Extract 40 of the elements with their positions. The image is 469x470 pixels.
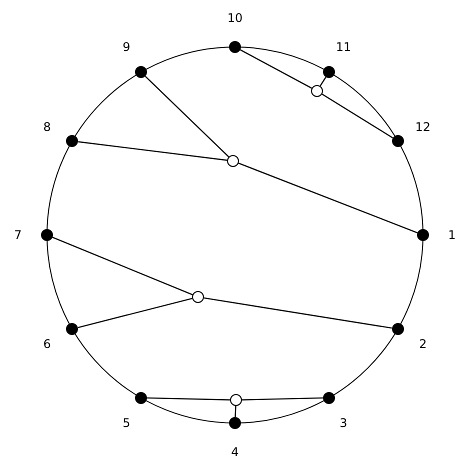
vertex-dot bbox=[135, 392, 147, 404]
crossing-dot bbox=[192, 291, 204, 303]
vertex-dot bbox=[323, 66, 335, 78]
vertex-number: 8 bbox=[43, 120, 51, 134]
crossing-dot bbox=[311, 85, 323, 97]
crossing-dot bbox=[230, 394, 242, 406]
vertex-dot bbox=[135, 66, 147, 78]
vertex-dot bbox=[392, 135, 404, 147]
vertex-dot bbox=[229, 417, 241, 429]
vertex-number: 6 bbox=[43, 336, 51, 350]
connector-line bbox=[322, 94, 394, 138]
vertex-dot bbox=[392, 323, 404, 335]
vertex-number: 9 bbox=[122, 40, 130, 54]
vertex-number: 5 bbox=[122, 416, 130, 430]
vertex-number: 4 bbox=[231, 445, 239, 459]
vertex-number: 7 bbox=[14, 228, 22, 242]
connector-line bbox=[78, 298, 192, 328]
connector-line bbox=[238, 162, 418, 234]
vertex-dot bbox=[229, 41, 241, 53]
connector-line bbox=[240, 49, 312, 89]
connector-line bbox=[204, 297, 392, 329]
connector-line bbox=[144, 76, 230, 158]
vertex-number: 10 bbox=[227, 11, 243, 25]
vertex-dot bbox=[41, 229, 53, 241]
vertex-number: 3 bbox=[340, 416, 348, 430]
connector-line bbox=[52, 236, 193, 296]
crossing-dot bbox=[227, 155, 239, 167]
connector-line bbox=[146, 397, 230, 400]
vertex-number: 1 bbox=[448, 228, 456, 242]
connector-line bbox=[320, 76, 326, 86]
vertex-number: 11 bbox=[336, 40, 352, 54]
connector-line bbox=[234, 406, 236, 418]
vertex-number: 12 bbox=[415, 120, 431, 134]
vertex-dot bbox=[66, 323, 78, 335]
vertex-number: 2 bbox=[419, 336, 427, 350]
vertex-dot bbox=[417, 229, 429, 241]
vertex-dot bbox=[66, 135, 78, 147]
vertex-dot bbox=[323, 392, 335, 404]
connector-line bbox=[78, 141, 228, 161]
connector-line bbox=[242, 397, 324, 400]
